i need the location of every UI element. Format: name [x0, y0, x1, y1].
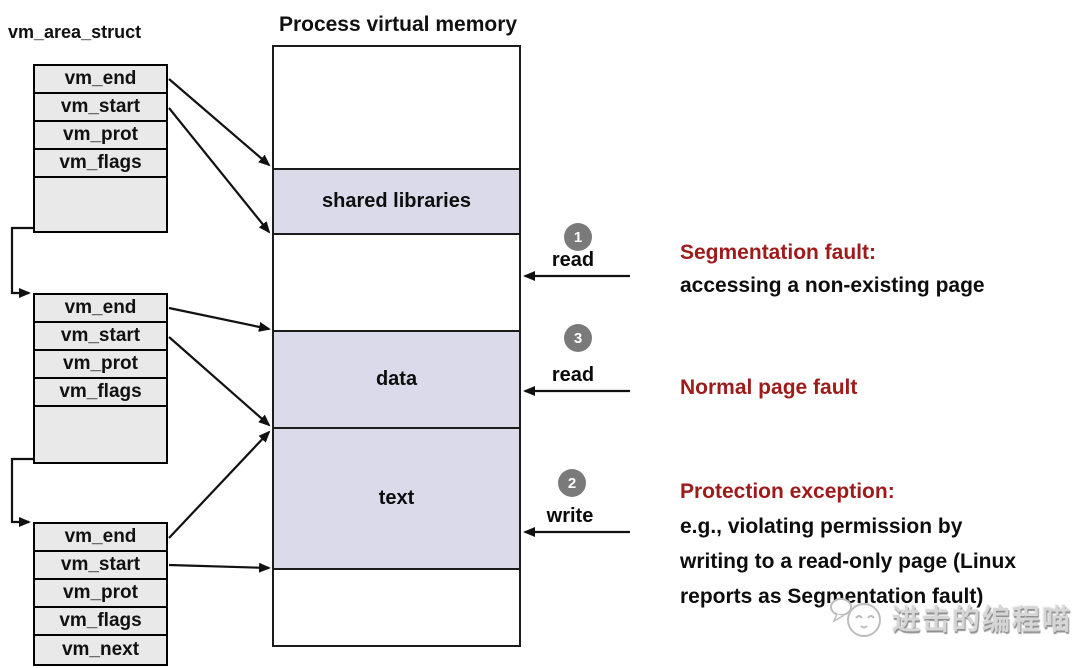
- watermark-text: 进击的编程喵: [892, 604, 1073, 635]
- vm-area-struct-box-3: vm_end vm_start vm_prot vm_flags vm_next: [33, 522, 168, 666]
- struct2-field-vm-end: vm_end: [35, 295, 166, 323]
- annotation-protection-exception: Protection exception: e.g., violating pe…: [680, 474, 1016, 614]
- annotation3-line-3: reports as Segmentation fault): [680, 585, 984, 608]
- vm-area-struct-box-1: vm_end vm_start vm_prot vm_flags: [33, 64, 168, 233]
- memory-region-shared-libraries: shared libraries: [274, 168, 519, 235]
- struct1-filler: [35, 178, 166, 231]
- arrow-struct1-vmend-to-shared-top: [168, 78, 271, 167]
- struct3-field-vm-start: vm_start: [35, 552, 166, 580]
- struct2-field-vm-flags: vm_flags: [35, 379, 166, 407]
- struct3-field-vm-prot: vm_prot: [35, 580, 166, 608]
- struct1-field-vm-end: vm_end: [35, 66, 166, 94]
- vm-area-struct-box-2: vm_end vm_start vm_prot vm_flags: [33, 293, 168, 464]
- cat-chat-logo-icon: [830, 598, 881, 637]
- action-label-write-2: write: [546, 505, 594, 527]
- arrow-struct2-vmstart-to-data-bottom: [168, 336, 271, 427]
- annotation3-line-2: writing to a read-only page (Linux: [680, 550, 1017, 573]
- struct2-field-vm-start: vm_start: [35, 323, 166, 351]
- step-badge-2: 2: [558, 469, 586, 497]
- step-badge-1: 1: [564, 223, 592, 251]
- struct3-field-vm-next: vm_next: [35, 636, 166, 664]
- annotation3-line-1: e.g., violating permission by: [680, 515, 963, 538]
- action-label-read-1: read: [551, 249, 595, 271]
- vm-area-struct-title: vm_area_struct: [8, 22, 142, 42]
- arrow-struct3-vmend-to-text-top: [168, 430, 271, 539]
- annotation3-heading: Protection exception:: [680, 480, 895, 503]
- annotation-normal-page-fault: Normal page fault: [680, 371, 857, 404]
- connector-struct1-to-struct2: [10, 226, 33, 298]
- struct2-field-vm-prot: vm_prot: [35, 351, 166, 379]
- struct1-field-vm-prot: vm_prot: [35, 122, 166, 150]
- process-virtual-memory-title: Process virtual memory: [278, 13, 518, 36]
- action-label-read-3: read: [551, 364, 595, 386]
- process-virtual-memory-column: shared libraries data text: [272, 45, 521, 647]
- step-badge-3: 3: [564, 324, 592, 352]
- arrow-struct3-vmstart-to-text-bottom: [168, 562, 271, 573]
- arrow-struct2-vmend-to-data-top: [168, 306, 271, 332]
- connector-struct2-to-struct3: [10, 457, 33, 527]
- annotation2-heading: Normal page fault: [680, 376, 858, 399]
- annotation1-heading: Segmentation fault:: [680, 241, 877, 264]
- arrow-struct1-vmstart-to-shared-bottom: [168, 107, 271, 234]
- watermark: 进击的编程喵: [830, 596, 1072, 640]
- struct3-field-vm-flags: vm_flags: [35, 608, 166, 636]
- struct1-field-vm-start: vm_start: [35, 94, 166, 122]
- struct3-field-vm-end: vm_end: [35, 524, 166, 552]
- annotation1-line: accessing a non-existing page: [680, 274, 985, 297]
- memory-region-text: text: [274, 427, 519, 570]
- struct2-filler: [35, 407, 166, 462]
- struct1-field-vm-flags: vm_flags: [35, 150, 166, 178]
- memory-region-data: data: [274, 330, 519, 427]
- annotation-segmentation-fault: Segmentation fault: accessing a non-exis…: [680, 236, 985, 302]
